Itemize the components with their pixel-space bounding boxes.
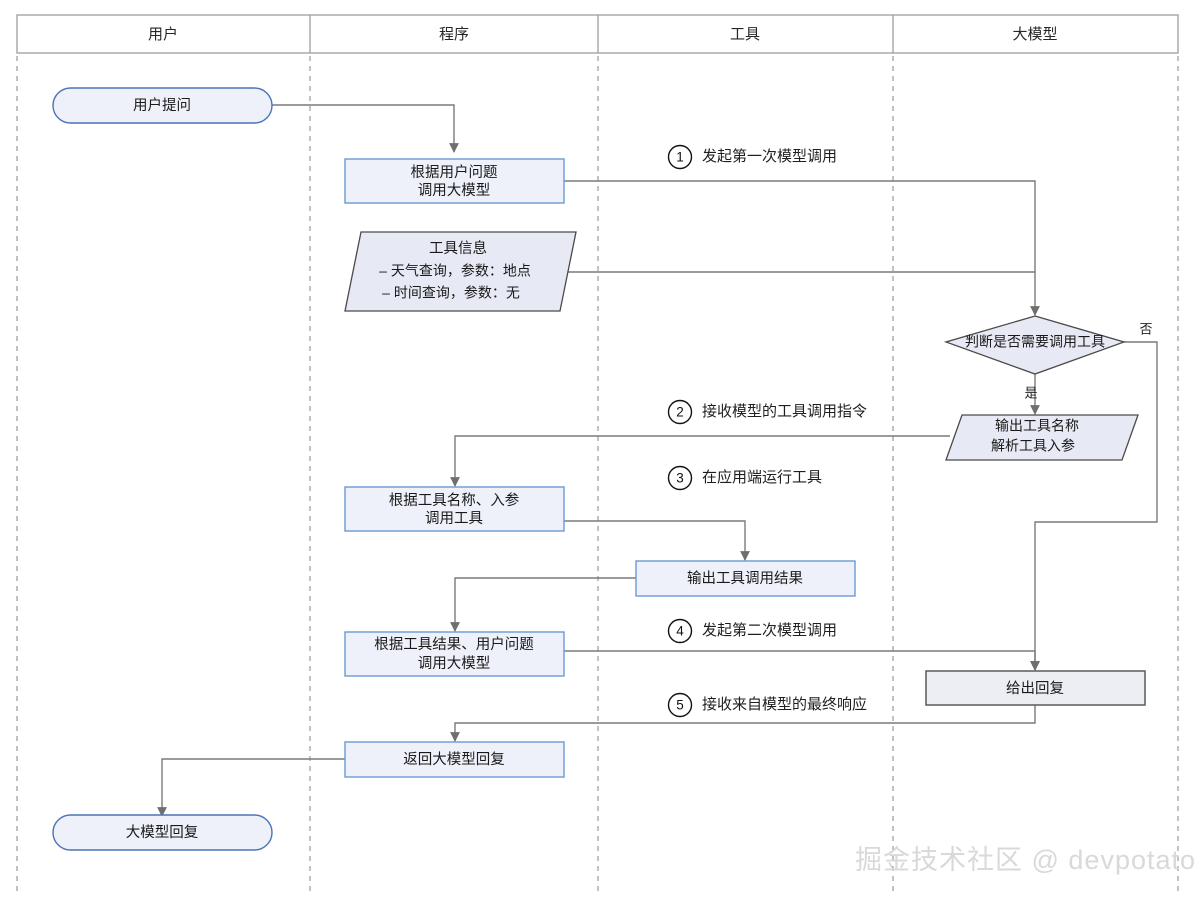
connector-return-to-end (157, 758, 346, 817)
connector-call1-to-decision (564, 180, 1040, 316)
node-final-answer-label: 给出回复 (1006, 679, 1064, 697)
node-decision-label: 判断是否需要调用工具 (965, 334, 1105, 350)
branch-label-no: 否 (1139, 321, 1152, 336)
lane-title-model: 大模型 (1012, 26, 1057, 43)
step-3-number: 3 (676, 471, 684, 486)
step-1-label: 发起第一次模型调用 (702, 147, 837, 165)
lane-title-tool: 工具 (730, 26, 760, 43)
lane-header: 用户 程序 工具 大模型 (16, 14, 1179, 54)
node-emit-tool-line2: 解析工具入参 (991, 438, 1075, 454)
node-tool-info-line3: – 时间查询，参数：无 (382, 285, 520, 301)
node-start-label: 用户提问 (133, 97, 191, 114)
step-4-label: 发起第二次模型调用 (702, 621, 837, 639)
step-4-circle (667, 618, 693, 644)
lane-title-program: 程序 (439, 26, 469, 43)
step-2-circle (667, 399, 693, 425)
node-emit-tool-line1: 输出工具名称 (995, 418, 1079, 434)
node-end-label: 大模型回复 (126, 823, 199, 841)
node-tool-result[interactable]: 输出工具调用结果 (635, 560, 856, 597)
step-1-number: 1 (676, 150, 684, 165)
node-tool-info[interactable]: 工具信息 – 天气查询，参数：地点 – 时间查询，参数：无 (344, 231, 577, 312)
connector-runtool-to-result (564, 520, 750, 561)
node-emit-tool[interactable]: 输出工具名称 解析工具入参 (945, 414, 1139, 461)
step-3-label: 在应用端运行工具 (702, 468, 822, 486)
node-run-tool[interactable]: 根据工具名称、入参 调用工具 (344, 486, 565, 532)
connectors (157, 104, 1158, 817)
node-decision[interactable]: 判断是否需要调用工具 (943, 315, 1127, 375)
node-call-model-1[interactable]: 根据用户问题 调用大模型 (344, 158, 565, 204)
branch-label-yes: 是 (1024, 385, 1037, 400)
node-call-model-2-line1: 根据工具结果、用户问题 (374, 636, 534, 653)
step-4-number: 4 (676, 624, 684, 639)
node-final-answer[interactable]: 给出回复 (925, 670, 1146, 706)
step-1-circle (667, 144, 693, 170)
step-annotation-3: 3 在应用端运行工具 (667, 465, 822, 491)
connector-decision-no (1030, 341, 1158, 671)
node-return-reply-label: 返回大模型回复 (403, 750, 505, 768)
step-5-circle (667, 692, 693, 718)
node-tool-info-line1: 工具信息 (429, 240, 487, 257)
node-start[interactable]: 用户提问 (52, 87, 273, 124)
node-call-model-1-line1: 根据用户问题 (411, 164, 498, 181)
node-run-tool-line1: 根据工具名称、入参 (389, 492, 520, 509)
step-annotation-5: 5 接收来自模型的最终响应 (667, 692, 867, 718)
lane-title-user: 用户 (148, 26, 178, 43)
node-tool-result-label: 输出工具调用结果 (687, 570, 803, 587)
node-run-tool-line2: 调用工具 (425, 510, 483, 527)
connector-result-to-call2 (450, 577, 636, 632)
node-tool-info-line2: – 天气查询，参数：地点 (379, 263, 531, 279)
node-call-model-2[interactable]: 根据工具结果、用户问题 调用大模型 (344, 631, 565, 677)
step-5-label: 接收来自模型的最终响应 (702, 695, 867, 713)
node-call-model-1-line2: 调用大模型 (418, 182, 491, 199)
step-2-label: 接收模型的工具调用指令 (702, 403, 867, 420)
connector-final-to-return (450, 704, 1036, 742)
step-3-circle (667, 465, 693, 491)
step-5-number: 5 (676, 698, 684, 713)
node-end[interactable]: 大模型回复 (52, 814, 273, 851)
node-return-reply[interactable]: 返回大模型回复 (344, 741, 565, 778)
step-annotation-1: 1 发起第一次模型调用 (667, 144, 837, 170)
connector-emit-to-runtool (450, 435, 950, 487)
watermark-text: 掘金技术社区 @ devpotato (855, 845, 1196, 875)
step-annotation-2: 2 接收模型的工具调用指令 (667, 399, 867, 425)
connector-call2-to-final (564, 650, 1040, 671)
connector-start-to-call1 (272, 104, 459, 153)
step-2-number: 2 (676, 405, 684, 420)
node-call-model-2-line2: 调用大模型 (418, 655, 491, 672)
step-annotation-4: 4 发起第二次模型调用 (667, 618, 837, 644)
